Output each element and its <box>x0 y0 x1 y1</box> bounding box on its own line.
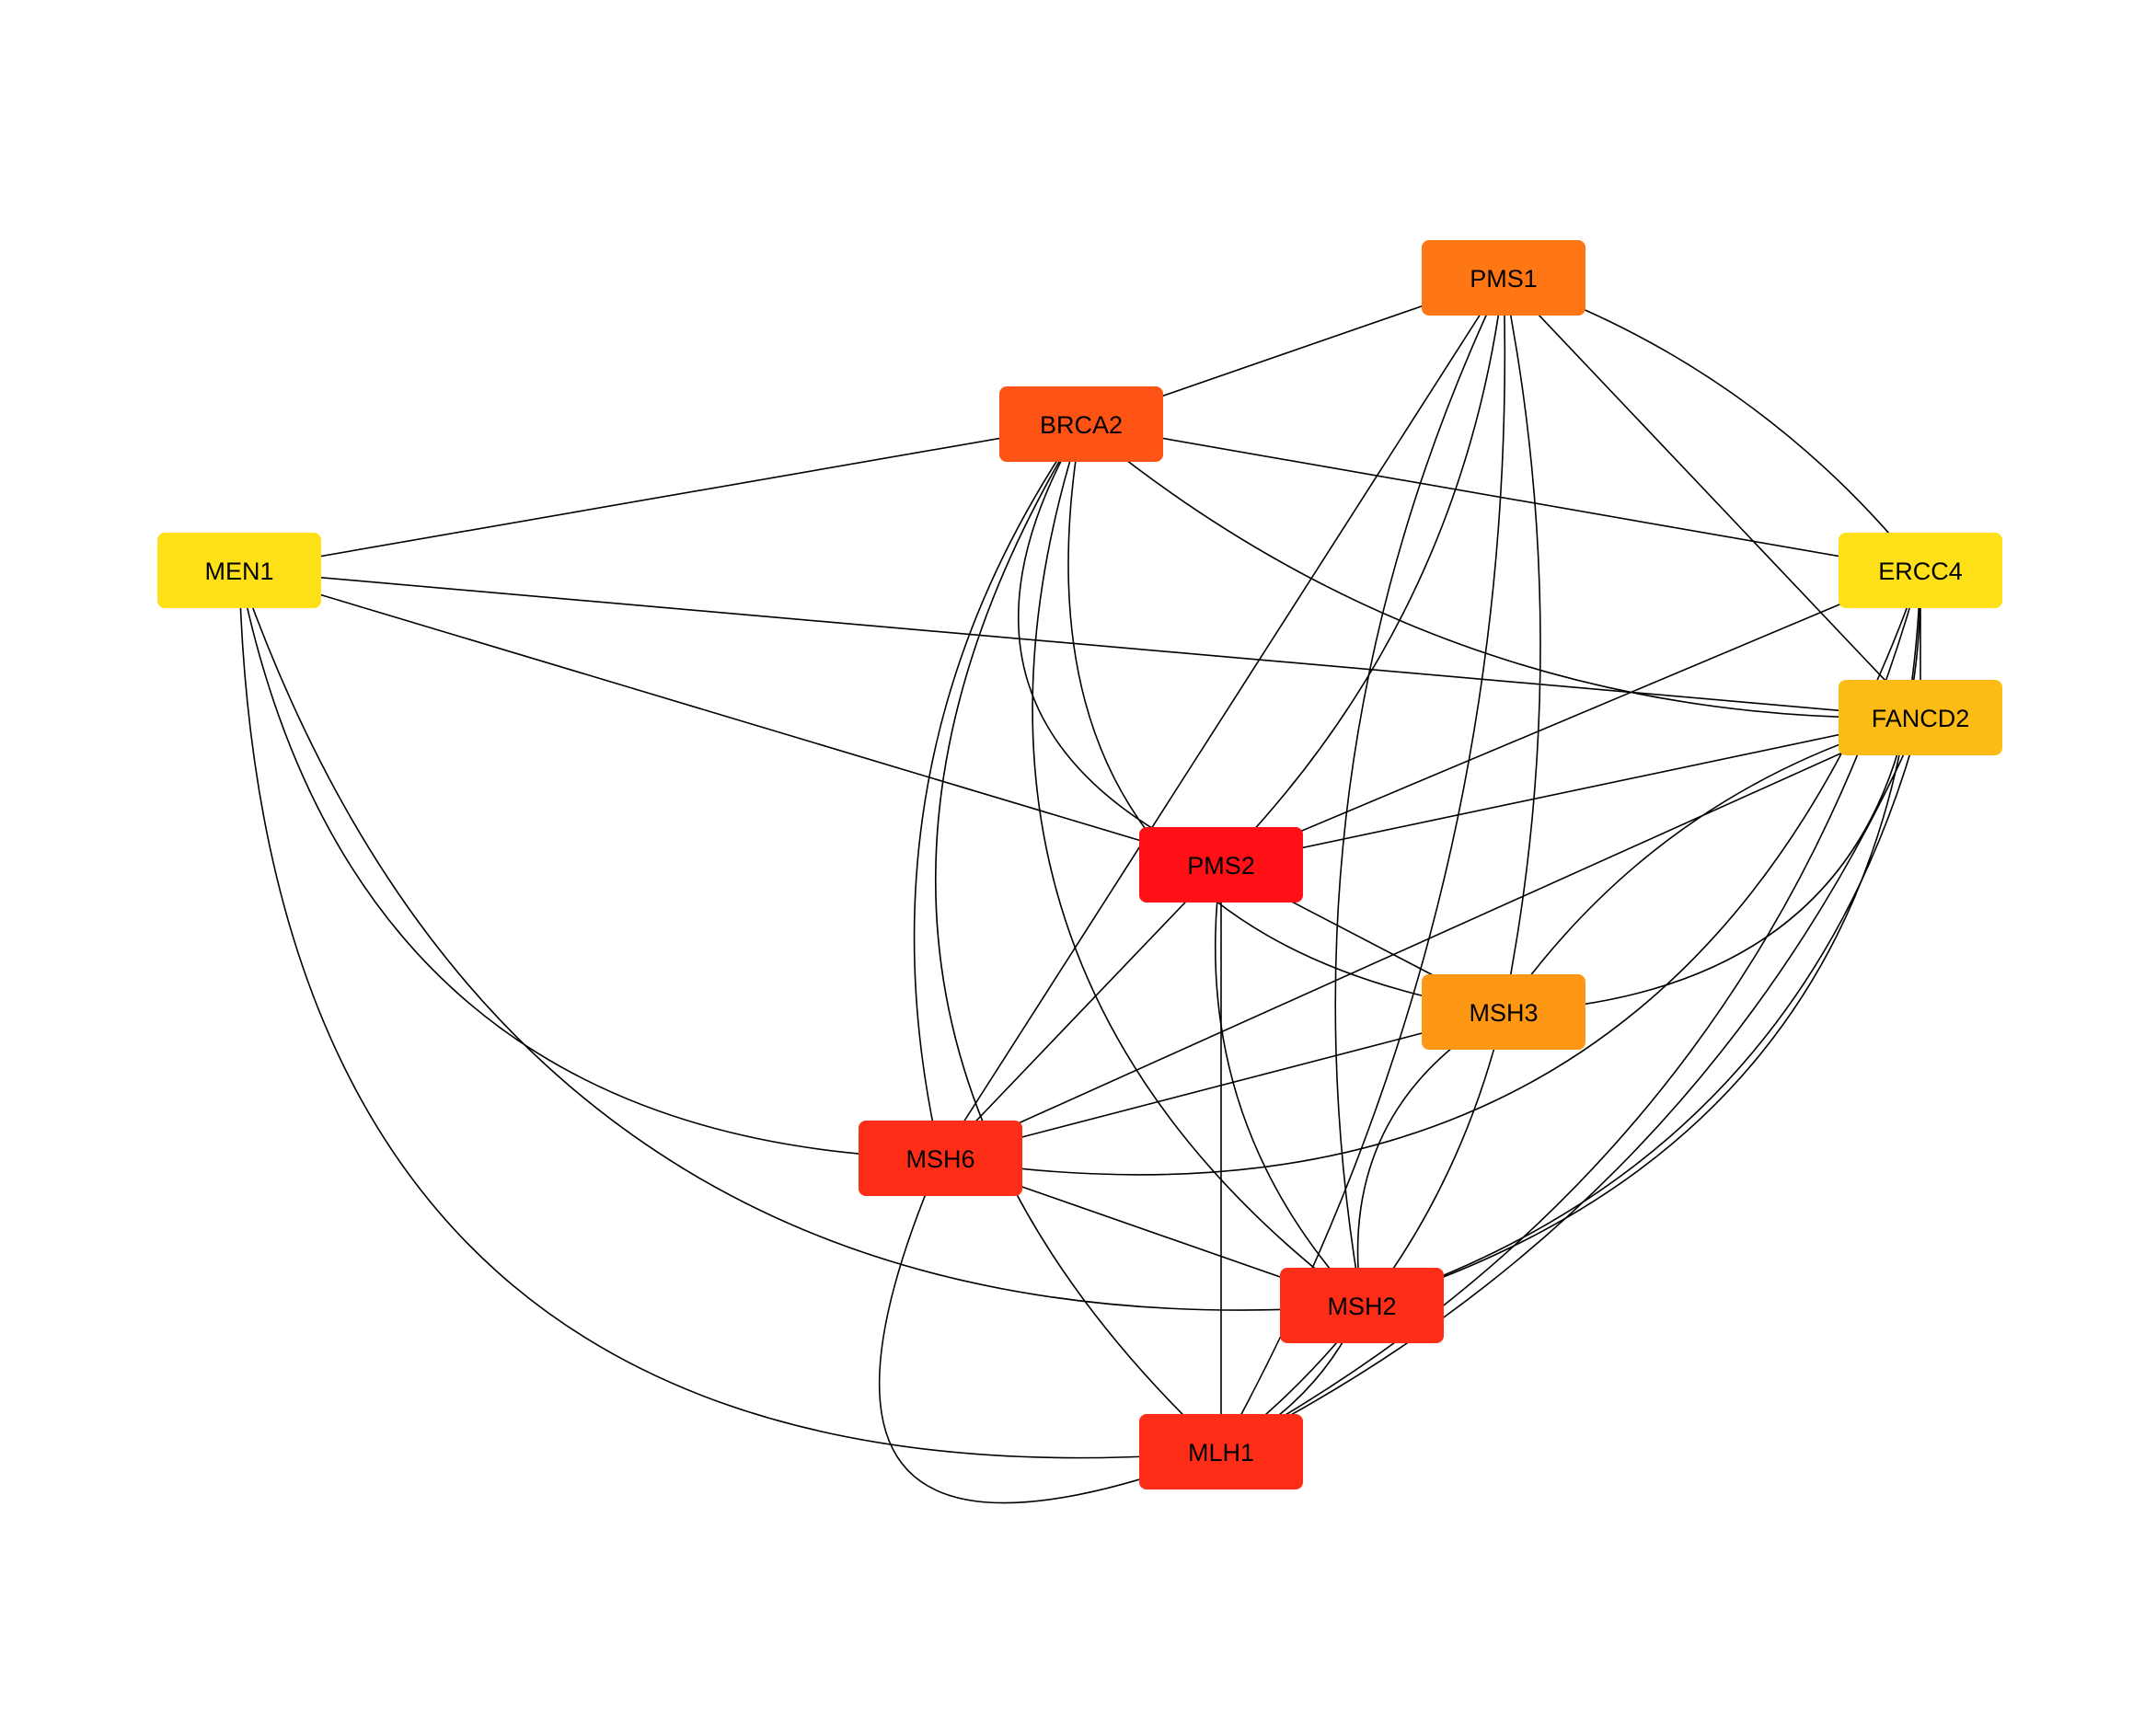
edge-men1-pms2 <box>238 569 1222 866</box>
node-box <box>999 386 1163 462</box>
edge-pms1-msh2 <box>1334 277 1505 1306</box>
node-pms2[interactable]: PMS2 <box>1139 827 1303 903</box>
node-box <box>1839 680 2002 755</box>
node-msh3[interactable]: MSH3 <box>1422 974 1585 1050</box>
node-label: MSH3 <box>1469 999 1538 1027</box>
node-ercc4[interactable]: ERCC4 <box>1839 533 2002 608</box>
edge-fancd2-msh6 <box>940 717 1921 1159</box>
edge-pms1-pms2 <box>1220 277 1505 866</box>
edge-ercc4-msh3 <box>1503 569 1921 1013</box>
edge-brca2-fancd2 <box>1080 423 1921 719</box>
edge-ercc4-msh6 <box>940 569 1921 1176</box>
node-label: PMS1 <box>1470 265 1538 293</box>
edge-pms2-msh6 <box>940 864 1222 1159</box>
edge-fancd2-msh2 <box>1361 717 1921 1306</box>
edge-pms1-msh6 <box>940 277 1505 1159</box>
edge-brca2-msh3 <box>1067 423 1505 1013</box>
node-mlh1[interactable]: MLH1 <box>1139 1414 1303 1489</box>
node-label: BRCA2 <box>1040 411 1123 439</box>
node-fancd2[interactable]: FANCD2 <box>1839 680 2002 755</box>
edge-brca2-msh2 <box>1032 423 1363 1306</box>
node-box <box>859 1121 1022 1196</box>
edge-men1-msh6 <box>238 569 941 1159</box>
node-label: MLH1 <box>1188 1439 1254 1466</box>
edge-brca2-msh6 <box>913 423 1082 1159</box>
node-label: ERCC4 <box>1878 558 1963 585</box>
edge-pms1-msh3 <box>1503 277 1541 1013</box>
edge-fancd2-mlh1 <box>1220 717 1921 1453</box>
edge-ercc4-msh2 <box>1361 569 1921 1306</box>
node-label: FANCD2 <box>1872 705 1970 732</box>
edge-pms1-ercc4 <box>1503 277 1921 571</box>
edge-brca2-pms2 <box>1018 423 1222 866</box>
node-box <box>1139 1414 1303 1489</box>
node-men1[interactable]: MEN1 <box>157 533 321 608</box>
edge-men1-msh2 <box>238 569 1363 1311</box>
node-label: MSH6 <box>905 1145 974 1173</box>
edge-msh3-msh6 <box>940 1011 1505 1159</box>
node-box <box>157 533 321 608</box>
edge-men1-fancd2 <box>238 569 1921 719</box>
edge-fancd2-pms2 <box>1220 717 1921 866</box>
node-box <box>1839 533 2002 608</box>
node-msh6[interactable]: MSH6 <box>859 1121 1022 1196</box>
node-box <box>1422 974 1585 1050</box>
node-pms1[interactable]: PMS1 <box>1422 240 1585 316</box>
node-label: PMS2 <box>1187 852 1255 880</box>
edge-men1-mlh1 <box>238 569 1222 1459</box>
node-brca2[interactable]: BRCA2 <box>999 386 1163 462</box>
edge-brca2-mlh1 <box>935 423 1222 1453</box>
edge-msh3-mlh1 <box>1220 1011 1505 1453</box>
node-msh2[interactable]: MSH2 <box>1280 1268 1444 1343</box>
edge-ercc4-pms2 <box>1220 569 1921 866</box>
node-box <box>1422 240 1585 316</box>
node-label: MEN1 <box>204 558 273 585</box>
edge-brca2-ercc4 <box>1080 423 1921 571</box>
node-box <box>1139 827 1303 903</box>
node-label: MSH2 <box>1327 1293 1396 1320</box>
edge-pms1-fancd2 <box>1503 277 1921 719</box>
node-box <box>1280 1268 1444 1343</box>
edge-msh6-mlh1 <box>878 1157 1222 1504</box>
edge-brca2-men1 <box>238 423 1082 571</box>
edge-pms2-msh2 <box>1214 864 1363 1306</box>
